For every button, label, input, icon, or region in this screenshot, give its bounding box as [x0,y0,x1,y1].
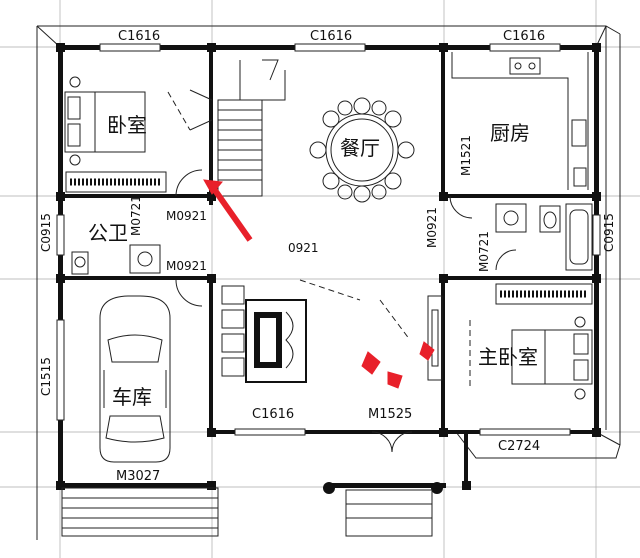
door-label-kitchen-front: M1521 [459,135,473,176]
window-label-right-bath: C0915 [602,213,616,252]
window-label-top-right: C1616 [503,29,545,44]
room-label-dining: 餐厅 [340,136,380,160]
arrow-master [419,341,435,361]
staircase [217,59,286,197]
door-label-bedroom: M0921 [166,209,207,223]
dining-table [309,97,415,203]
window-label-bottom-right: C2724 [498,439,540,454]
window-label-living: C1616 [252,407,294,422]
arrow-entry-2 [387,371,403,389]
bath-right-fixtures [495,203,593,271]
room-label-master-bedroom: 主卧室 [478,345,538,369]
door-label-kitchen-side: M0921 [425,207,439,248]
room-label-garage: 车库 [112,385,152,409]
door-label-bath: M0921 [166,259,207,273]
bed-left [64,76,146,166]
walls [56,43,601,494]
door-label-main-entry: M1525 [368,407,412,422]
room-label-kitchen: 厨房 [490,121,530,145]
car-icon [99,295,171,463]
door-label-bath-right: M0721 [477,231,491,272]
kitchen-counter [451,52,589,190]
tv-cabinet [427,295,443,381]
door-label-garage: M3027 [116,469,160,484]
flow-arrows [203,179,435,389]
bed-master [511,316,593,400]
bath-left-fixtures [71,244,161,275]
roof-outline [36,25,621,540]
front-steps [61,487,433,537]
door-label-stair: 0921 [288,241,319,255]
window-label-top-left: C1616 [118,29,160,44]
arrow-stair [209,184,253,242]
room-label-public-bath: 公卫 [88,221,128,245]
wardrobe-left [65,171,167,193]
living-sofa [221,285,307,383]
window-openings [56,43,601,436]
room-label-bedroom: 卧室 [107,113,147,137]
door-label-bath-left: M0721 [129,195,143,236]
arrow-entry-1 [361,351,381,375]
window-label-top-center: C1616 [310,29,352,44]
window-label-left-bath: C0915 [39,213,53,252]
door-swings [167,89,517,453]
window-label-left-garage: C1515 [39,357,53,396]
master-wardrobe [495,283,593,305]
